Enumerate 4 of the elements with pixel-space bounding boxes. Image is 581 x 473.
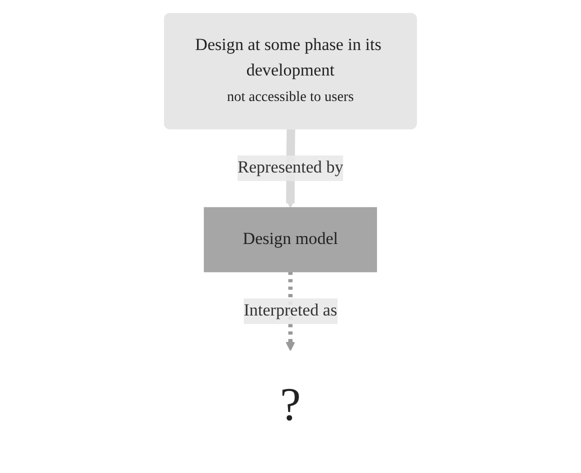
edge-label: Interpreted as: [244, 302, 338, 320]
node-box: Design model: [204, 207, 378, 272]
edge-label: Represented by: [238, 158, 344, 177]
node-text: ?: [280, 378, 301, 431]
